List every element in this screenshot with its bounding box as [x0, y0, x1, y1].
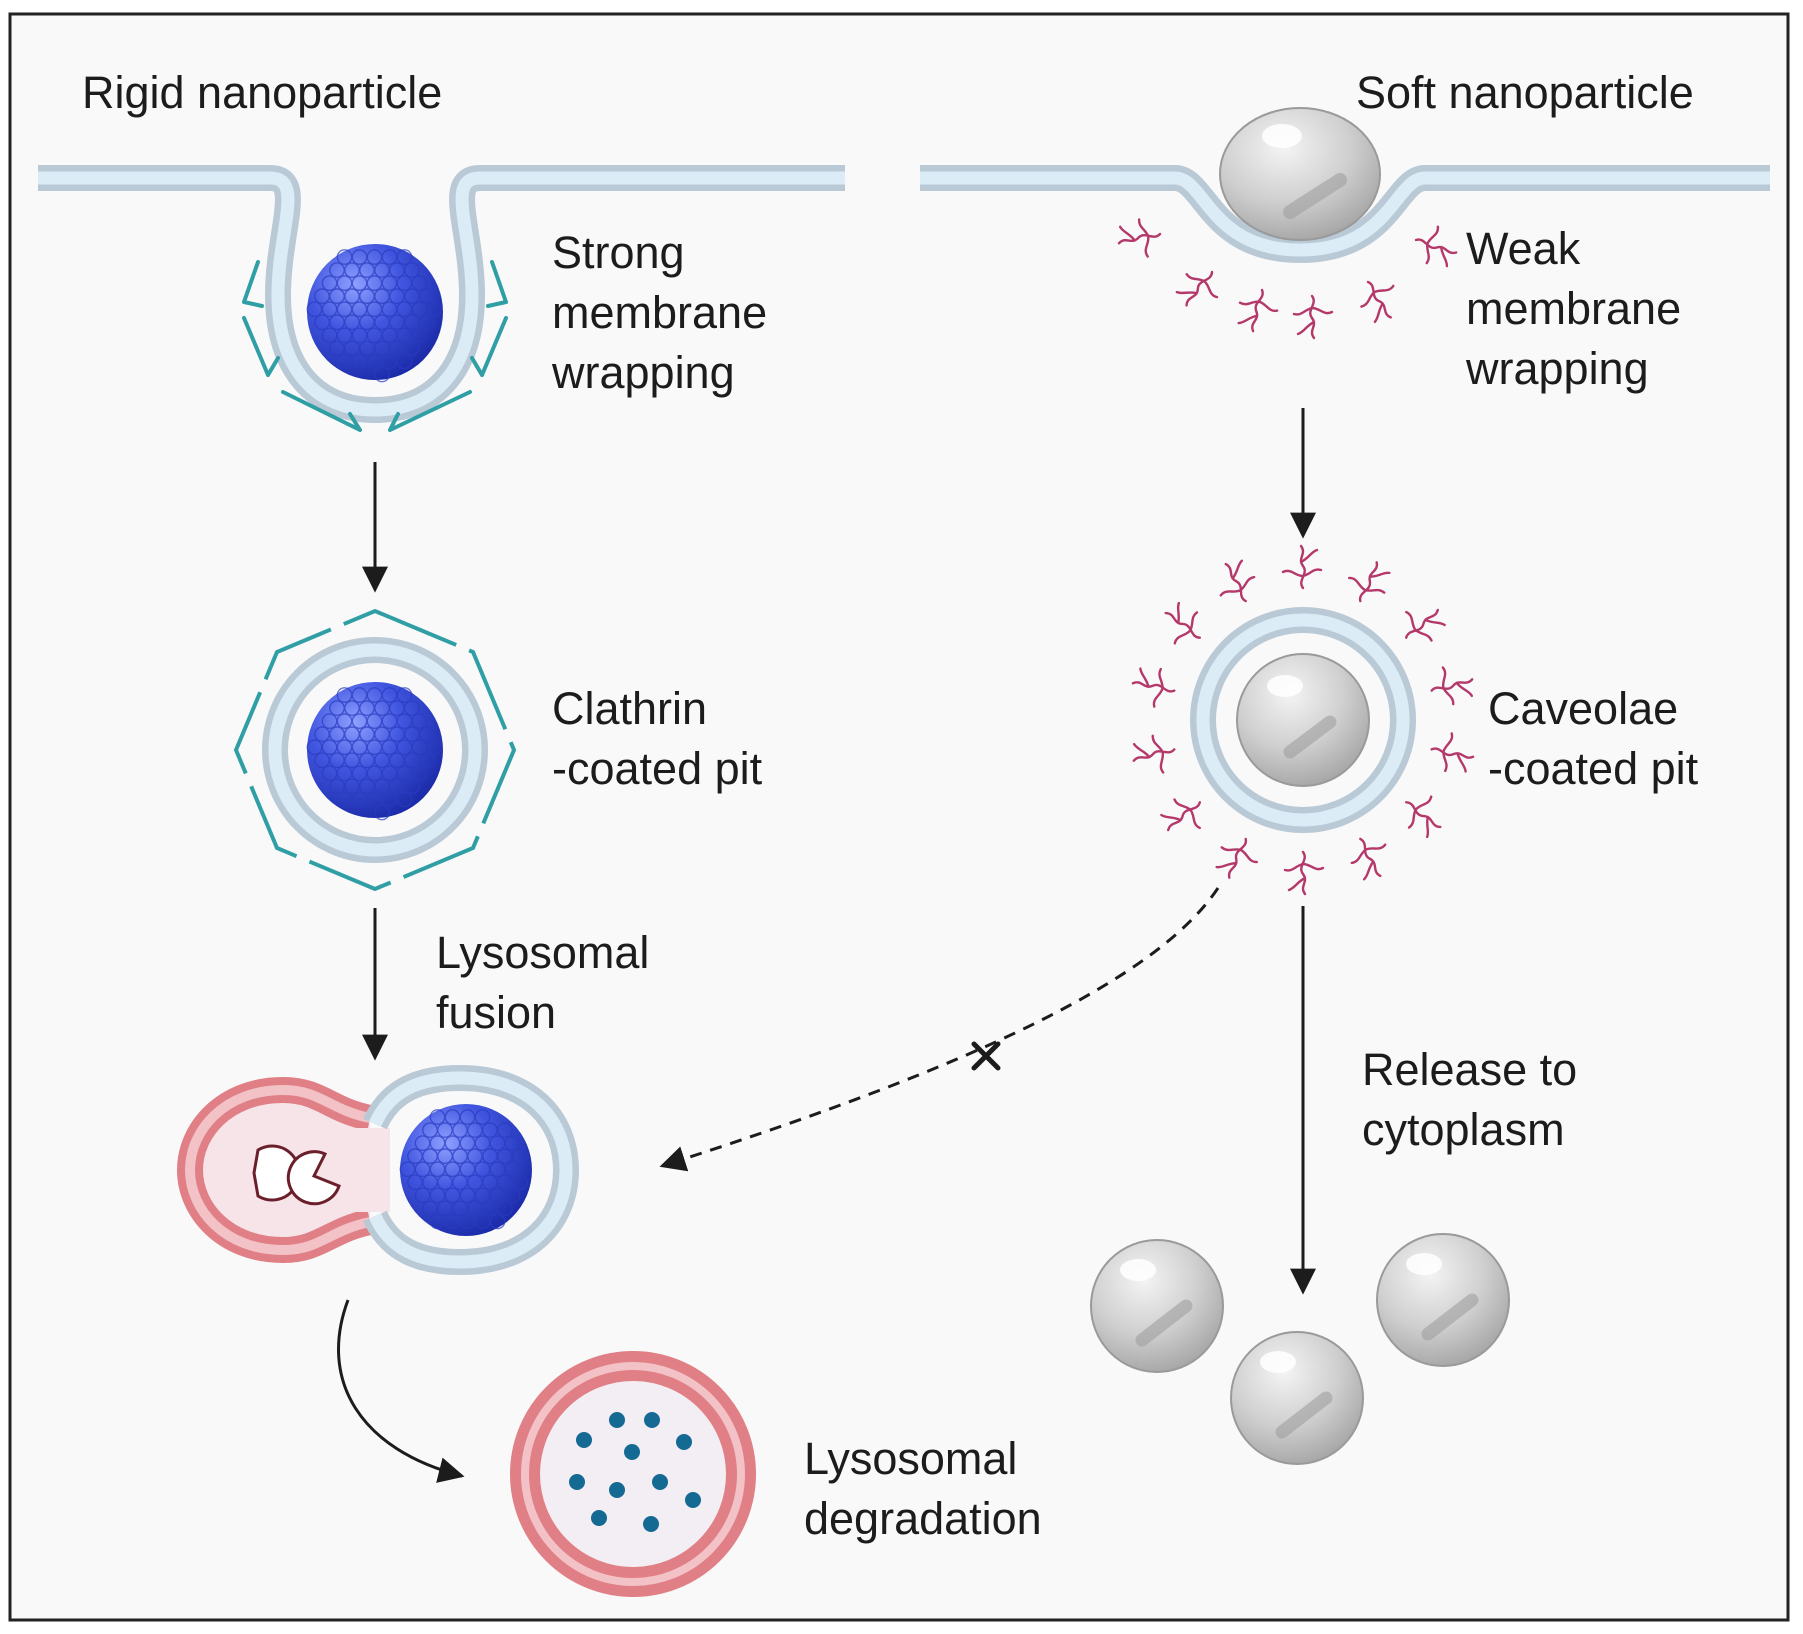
strong-wrapping-label-2: membrane [552, 287, 767, 338]
left-plasma-membrane [38, 165, 845, 424]
cross-icon [971, 1041, 1001, 1071]
lysosome-endosome-fusion [176, 1064, 580, 1276]
weak-wrapping-label-2: membrane [1466, 283, 1681, 334]
strong-wrapping-label-3: wrapping [551, 347, 735, 398]
released-nanoparticle [1090, 1239, 1224, 1373]
rigid-nanoparticle-title: Rigid nanoparticle [82, 67, 442, 118]
degrading-lysosome [510, 1351, 756, 1597]
caveolae-pit-label-2: -coated pit [1488, 743, 1699, 794]
released-nanoparticle [1376, 1233, 1510, 1367]
weak-wrapping-label-3: wrapping [1465, 343, 1649, 394]
strong-wrapping-label-1: Strong [552, 227, 685, 278]
lysosomal-fusion-label-1: Lysosomal [436, 927, 649, 978]
arrow-to-degradation [337, 1299, 465, 1483]
lysosomal-fusion-label-2: fusion [436, 987, 556, 1038]
degradation-label-2: degradation [804, 1493, 1042, 1544]
release-label-2: cytoplasm [1362, 1104, 1565, 1155]
caveolae-coated-vesicle [1190, 607, 1416, 833]
soft-nanoparticle-title: Soft nanoparticle [1356, 67, 1694, 118]
pacman-icon [286, 1150, 341, 1206]
clathrin-pit-label-1: Clathrin [552, 683, 707, 734]
clathrin-pit-label-2: -coated pit [552, 743, 763, 794]
right-plasma-membrane [920, 165, 1770, 264]
rigid-nanoparticle [306, 244, 443, 383]
clathrin-coated-vesicle [233, 608, 517, 892]
soft-nanoparticle [1219, 107, 1381, 241]
release-label-1: Release to [1362, 1044, 1577, 1095]
released-nanoparticles [1090, 1233, 1510, 1465]
clathrin-coat-partial [242, 260, 508, 432]
blocked-lysosome-pathway-arrow [659, 887, 1220, 1172]
caveolin-coat [1131, 544, 1475, 896]
caveolae-pit-label-1: Caveolae [1488, 683, 1678, 734]
degradation-label-1: Lysosomal [804, 1433, 1017, 1484]
caveolin-coat-partial [1117, 218, 1458, 340]
weak-wrapping-label-1: Weak [1466, 223, 1581, 274]
released-nanoparticle [1230, 1331, 1364, 1465]
